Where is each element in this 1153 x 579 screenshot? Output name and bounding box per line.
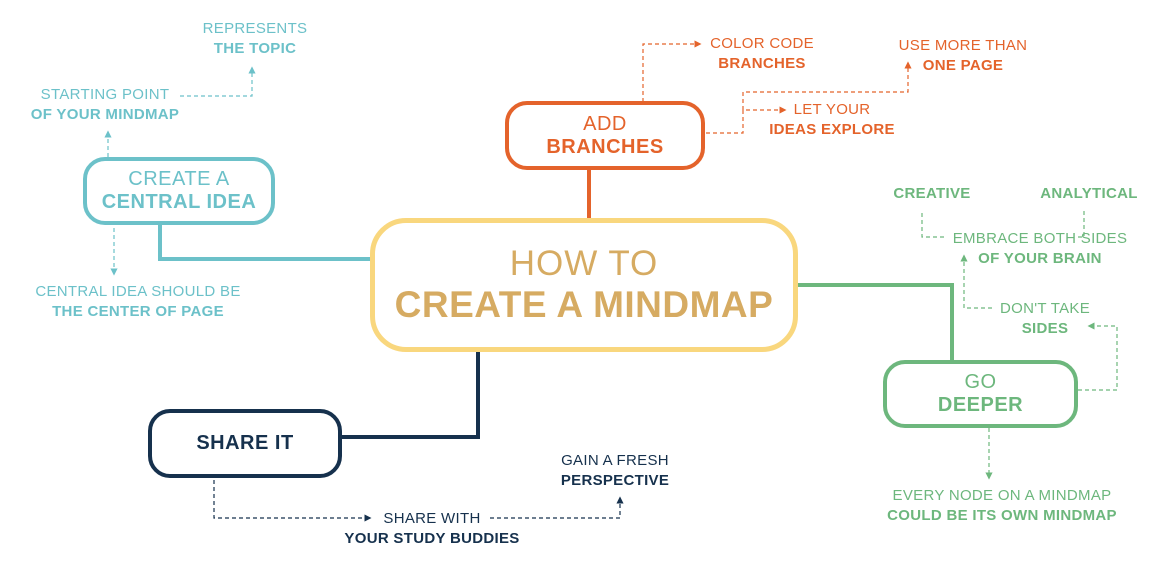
fresh-line2: PERSPECTIVE [560, 472, 670, 490]
link-central-idea [158, 222, 372, 261]
sides-line1: DON'T TAKE [999, 300, 1091, 317]
label-study-buddies: SHARE WITH YOUR STUDY BUDDIES [322, 509, 542, 550]
label-represents-topic: REPRESENTS THE TOPIC [190, 19, 320, 60]
link-share [342, 352, 480, 439]
starting-line1: STARTING POINT [40, 86, 170, 103]
deeper-line1: GO [964, 371, 997, 393]
represents-line2: THE TOPIC [213, 40, 297, 58]
share-node: SHARE IT [148, 409, 342, 478]
more-page-line2: ONE PAGE [922, 57, 1004, 75]
label-fresh-perspective: GAIN A FRESH PERSPECTIVE [550, 451, 680, 492]
ideas-line2: IDEAS EXPLORE [769, 121, 895, 139]
label-embrace-both-sides: EMBRACE BOTH SIDES OF YOUR BRAIN [940, 229, 1140, 270]
every-node-line1: EVERY NODE ON A MINDMAP [892, 487, 1112, 504]
label-center-of-page: CENTRAL IDEA SHOULD BE THE CENTER OF PAG… [18, 282, 258, 323]
label-ideas-explore: LET YOUR IDEAS EXPLORE [757, 100, 907, 141]
every-node-line2: COULD BE ITS OWN MINDMAP [887, 507, 1117, 525]
label-analytical: ANALYTICAL [1028, 184, 1150, 204]
label-dont-take-sides: DON'T TAKE SIDES [990, 299, 1100, 340]
label-every-node: EVERY NODE ON A MINDMAP COULD BE ITS OWN… [866, 486, 1138, 527]
link-deeper [798, 283, 954, 360]
more-page-line1: USE MORE THAN [898, 37, 1028, 54]
label-starting-point: STARTING POINT OF YOUR MINDMAP [10, 85, 200, 126]
represents-line1: REPRESENTS [202, 20, 308, 37]
buddies-line1: SHARE WITH [383, 510, 481, 527]
center-page-line1: CENTRAL IDEA SHOULD BE [35, 283, 241, 300]
buddies-line2: YOUR STUDY BUDDIES [344, 530, 520, 548]
ideas-line1: LET YOUR [793, 101, 871, 118]
branches-line2: BRANCHES [546, 135, 664, 158]
central-idea-line1: CREATE A [128, 168, 230, 190]
central-idea-node: CREATE A CENTRAL IDEA [83, 157, 275, 225]
analytical-text: ANALYTICAL [1040, 185, 1138, 202]
center-title-line2: CREATE A MINDMAP [394, 283, 774, 325]
branches-line1: ADD [583, 112, 627, 135]
fresh-line1: GAIN A FRESH [561, 452, 669, 469]
label-creative: CREATIVE [872, 184, 992, 204]
branches-node: ADD BRANCHES [505, 101, 705, 170]
embrace-line2: OF YOUR BRAIN [978, 250, 1102, 268]
color-code-line1: COLOR CODE [710, 35, 814, 52]
central-idea-line2: CENTRAL IDEA [101, 191, 257, 213]
starting-line2: OF YOUR MINDMAP [30, 106, 180, 124]
embrace-line1: EMBRACE BOTH SIDES [952, 230, 1128, 247]
share-label: SHARE IT [196, 432, 294, 454]
sides-line2: SIDES [1021, 320, 1069, 338]
creative-text: CREATIVE [893, 185, 971, 202]
deeper-node: GO DEEPER [883, 360, 1078, 428]
center-page-line2: THE CENTER OF PAGE [52, 303, 224, 321]
color-code-line2: BRANCHES [718, 55, 806, 73]
label-color-code: COLOR CODE BRANCHES [697, 34, 827, 75]
center-node: HOW TO CREATE A MINDMAP [370, 218, 798, 352]
label-more-than-one-page: USE MORE THAN ONE PAGE [880, 36, 1046, 77]
center-title-line1: HOW TO [509, 243, 659, 283]
deeper-line2: DEEPER [937, 394, 1024, 416]
